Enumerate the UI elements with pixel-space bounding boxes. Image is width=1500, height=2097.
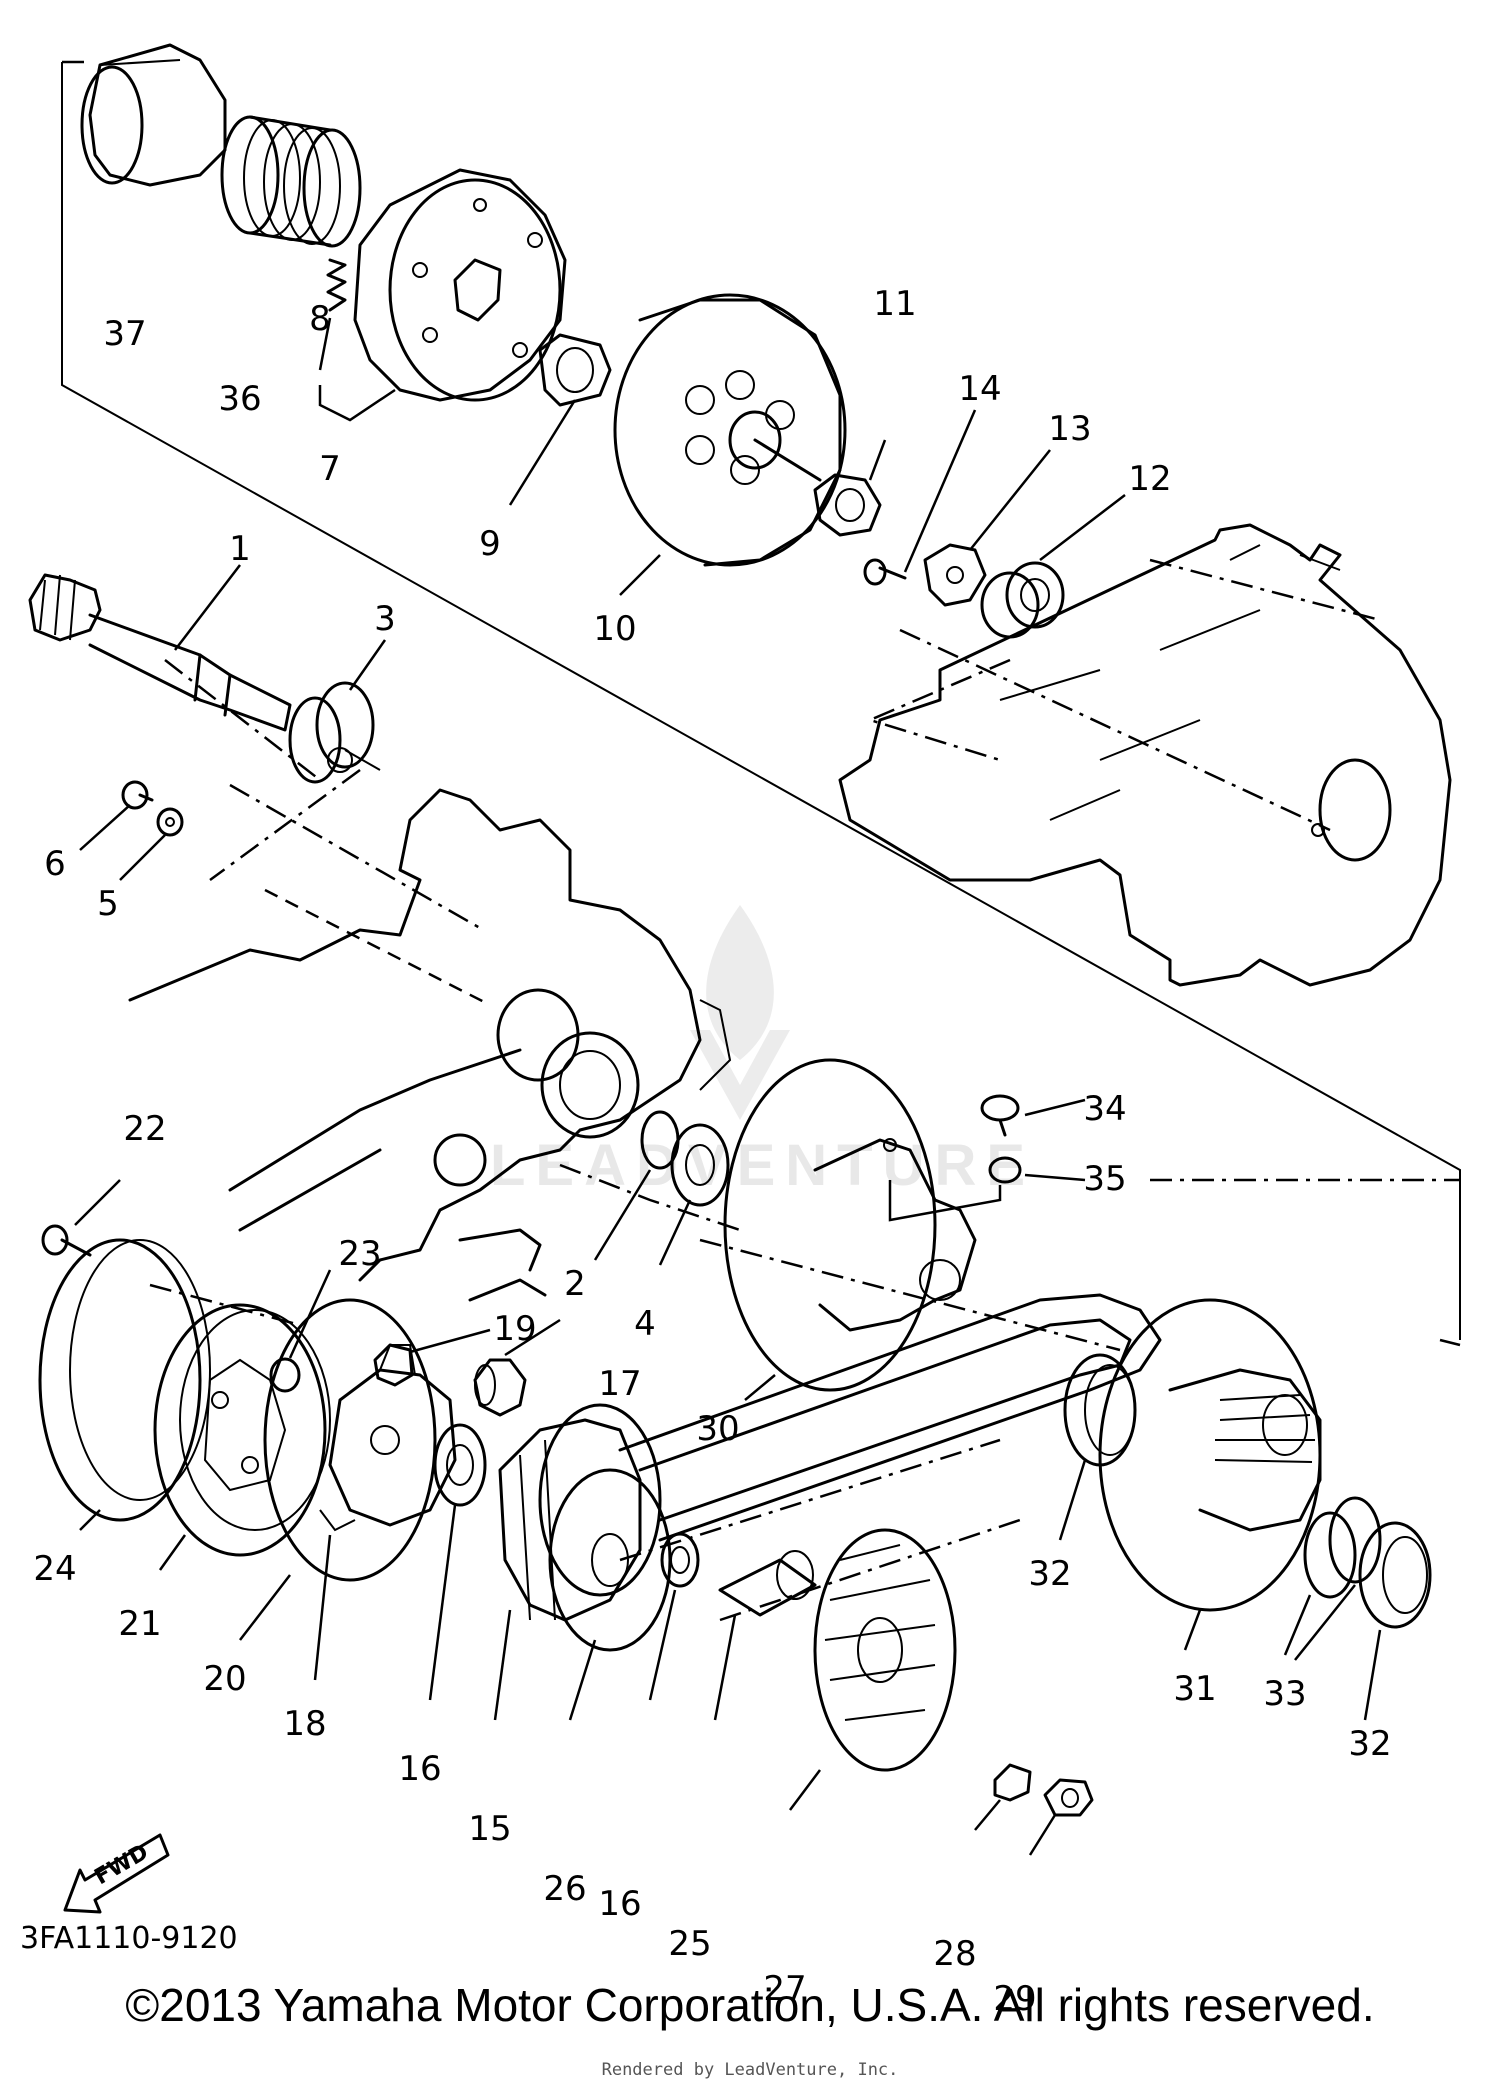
callout-24: 24 <box>33 1549 76 1589</box>
part-5-washer <box>119 807 184 881</box>
part-27-fan-sheave <box>789 1528 957 1811</box>
callout-34: 34 <box>1083 1089 1126 1129</box>
assembly-guide-lines <box>149 558 1461 1622</box>
callout-22: 22 <box>123 1109 166 1149</box>
part-24-seal <box>38 1238 211 1531</box>
callout-11: 11 <box>873 284 916 324</box>
callout-32-lower: 32 <box>1348 1724 1391 1764</box>
parts-34-35-bracket-line <box>888 1180 1002 1222</box>
watermark-text: LEADVENTURE <box>490 1133 1035 1198</box>
callout-20: 20 <box>203 1659 246 1699</box>
part-33-o-ring <box>1283 1496 1382 1661</box>
part-4-oil-seal <box>658 1123 730 1266</box>
assembly-frame <box>61 60 1461 1340</box>
part-25-collar <box>713 1550 817 1721</box>
callout-2: 2 <box>564 1264 586 1304</box>
part-20-plate <box>239 1298 437 1641</box>
part-1-primary-sheave-shaft <box>28 564 292 732</box>
callout-12: 12 <box>1128 459 1171 499</box>
callout-36: 36 <box>218 379 261 419</box>
part-18-slider-plate <box>313 1344 457 1681</box>
callout-16-right: 16 <box>598 1884 641 1924</box>
callout-6: 6 <box>44 844 66 884</box>
part-14-screw <box>863 409 977 586</box>
diagram-code: 3FA1110-9120 <box>20 1921 238 1956</box>
callout-35: 35 <box>1083 1159 1126 1199</box>
part-35-collar <box>988 1156 1086 1184</box>
callout-14: 14 <box>958 369 1001 409</box>
callout-9: 9 <box>479 524 501 564</box>
part-31-secondary-sliding-sheave <box>1098 1298 1322 1651</box>
callout-25: 25 <box>668 1924 711 1964</box>
callout-23: 23 <box>338 1234 381 1274</box>
part-15-primary-sliding-sheave <box>493 1403 662 1721</box>
callout-labels: 37 36 8 7 9 10 11 14 13 12 1 3 6 5 22 23… <box>33 284 1391 2019</box>
part-21-cover-plate <box>153 1303 331 1571</box>
rendered-by-credit: Rendered by LeadVenture, Inc. <box>601 2060 899 2080</box>
callout-28: 28 <box>933 1934 976 1974</box>
part-19-clip <box>373 1328 491 1387</box>
part-29-nut <box>1028 1778 1094 1856</box>
callout-32-upper: 32 <box>1028 1554 1071 1594</box>
callout-1: 1 <box>229 529 251 569</box>
callout-7: 7 <box>319 449 341 489</box>
callout-26: 26 <box>543 1869 586 1909</box>
callout-4: 4 <box>634 1304 656 1344</box>
part-7-clutch-carrier <box>318 168 567 422</box>
watermark-logo: LEADVENTURE <box>490 905 1035 1198</box>
part-11-nut <box>813 439 887 537</box>
callout-10: 10 <box>593 609 636 649</box>
callout-5: 5 <box>97 884 119 924</box>
crankcase <box>128 788 732 1302</box>
part-30-primary-sheave <box>723 1058 977 1401</box>
part-16-second-bearing <box>648 1532 700 1701</box>
part-16-bearing <box>428 1423 487 1701</box>
part-10-clutch-drum <box>613 293 847 596</box>
part-34-pin <box>980 1094 1086 1137</box>
part-37-clutch-housing-cup <box>80 43 227 187</box>
part-32-second-oil-seal <box>1358 1521 1432 1721</box>
part-12-bearing <box>980 494 1126 639</box>
part-17-weight <box>473 1318 561 1417</box>
callout-8: 8 <box>309 299 331 339</box>
callout-33: 33 <box>1263 1674 1306 1714</box>
callout-19: 19 <box>493 1309 536 1349</box>
callout-27: 27 <box>763 1969 806 2009</box>
callout-3: 3 <box>374 599 396 639</box>
copyright-notice: ©2013 Yamaha Motor Corporation, U.S.A. A… <box>125 1979 1375 2031</box>
part-28-bracket <box>974 1763 1032 1831</box>
part-3-bearing <box>288 639 387 784</box>
callout-17: 17 <box>598 1364 641 1404</box>
part-6-screw <box>79 780 154 851</box>
callout-21: 21 <box>118 1604 161 1644</box>
part-23-cap <box>269 1269 332 1393</box>
callout-18: 18 <box>283 1704 326 1744</box>
forward-arrow-icon: FWD <box>63 1833 170 1914</box>
callout-37: 37 <box>103 314 146 354</box>
callout-15: 15 <box>468 1809 511 1849</box>
callout-31: 31 <box>1173 1669 1216 1709</box>
crankcase-cover <box>838 523 1452 987</box>
callout-29: 29 <box>993 1979 1036 2019</box>
part-32-oil-seal <box>1058 1353 1137 1541</box>
part-8-small-spring <box>326 258 347 312</box>
part-9-special-nut <box>508 333 612 506</box>
callout-13: 13 <box>1048 409 1091 449</box>
callout-16-left: 16 <box>398 1749 441 1789</box>
part-13-plate <box>923 449 1051 607</box>
callout-30: 30 <box>696 1409 739 1449</box>
part-36-compression-spring <box>220 115 362 248</box>
part-22-bolt <box>41 1179 121 1257</box>
